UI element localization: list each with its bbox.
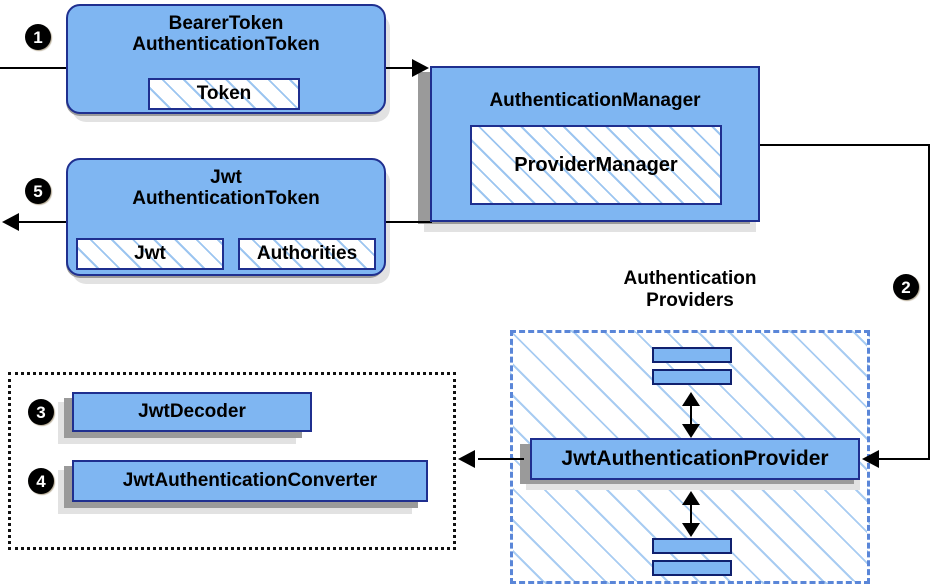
jwt-token-inner-jwt[interactable]: Jwt [76,238,224,270]
connector-manager-to-provider-h-top [760,144,930,146]
provider-link-top-arrow-up [682,392,700,406]
authentication-providers-caption: Authentication Providers [560,268,820,312]
connector-manager-to-provider-h-bottom [874,458,930,460]
jwt-token-inner-authorities[interactable]: Authorities [238,238,376,270]
bearer-token-inner-label: Token [196,83,252,104]
node-jwt-authentication-converter[interactable]: JwtAuthenticationConverter [72,460,428,502]
jwt-token-title: Jwt AuthenticationToken [68,167,384,210]
provider-link-bottom-arrow-up [682,491,700,505]
badge-step-3-number: 3 [36,402,46,422]
node-jwt-decoder[interactable]: JwtDecoder [72,392,312,432]
bearer-token-title-line1: BearerToken [168,13,284,34]
provider-stack-bar-top-2 [652,369,732,385]
badge-step-1: 1 [25,24,51,50]
provider-link-bottom-arrow-down [682,523,700,537]
jwt-authentication-provider-label: JwtAuthenticationProvider [561,447,829,471]
badge-step-3: 3 [28,399,54,425]
provider-stack-bar-top-1 [652,347,732,363]
bearer-token-title-line2: AuthenticationToken [132,34,320,56]
connector-manager-to-jwt-token [386,221,432,223]
connector-provider-to-support-line [478,458,524,460]
badge-step-1-number: 1 [33,27,43,47]
badge-step-5-number: 5 [33,181,43,201]
jwt-token-title-line2: AuthenticationToken [132,188,320,210]
badge-step-4: 4 [28,468,54,494]
jwt-support-group [8,372,456,550]
jwt-decoder-label: JwtDecoder [138,401,246,423]
bearer-token-title: BearerToken AuthenticationToken [68,13,384,56]
jwt-token-title-line1: Jwt [210,167,242,188]
authentication-manager-inner-provider-manager[interactable]: ProviderManager [470,125,722,205]
connector-manager-to-provider-v [928,144,930,459]
jwt-token-inner-authorities-label: Authorities [256,243,358,264]
badge-step-2: 2 [893,274,919,300]
provider-link-top-line [690,395,692,427]
connector-response-out-arrow [2,213,19,231]
provider-stack-bar-bottom-2 [652,560,732,576]
providers-caption-line1: Authentication [623,268,757,289]
provider-manager-label: ProviderManager [514,153,678,176]
provider-link-top-arrow-down [682,424,700,438]
provider-link-bottom-line [690,494,692,526]
connector-response-out-line [4,221,68,223]
connector-provider-to-support-arrow [458,450,475,468]
badge-step-4-number: 4 [36,471,46,491]
jwt-token-inner-jwt-label: Jwt [134,243,166,264]
authentication-manager-label: AuthenticationManager [489,90,701,111]
badge-step-5: 5 [25,178,51,204]
connector-bearer-to-manager-line [386,67,424,69]
providers-caption-line2: Providers [646,289,734,311]
bearer-token-inner-token[interactable]: Token [148,78,300,110]
connector-manager-to-provider-arrow [862,450,879,468]
provider-stack-bar-bottom-1 [652,538,732,554]
jwt-authentication-converter-label: JwtAuthenticationConverter [122,470,378,492]
badge-step-2-number: 2 [901,277,911,297]
connector-request-in [0,67,70,69]
node-jwt-authentication-provider[interactable]: JwtAuthenticationProvider [530,438,860,480]
connector-bearer-to-manager-arrow [412,59,429,77]
